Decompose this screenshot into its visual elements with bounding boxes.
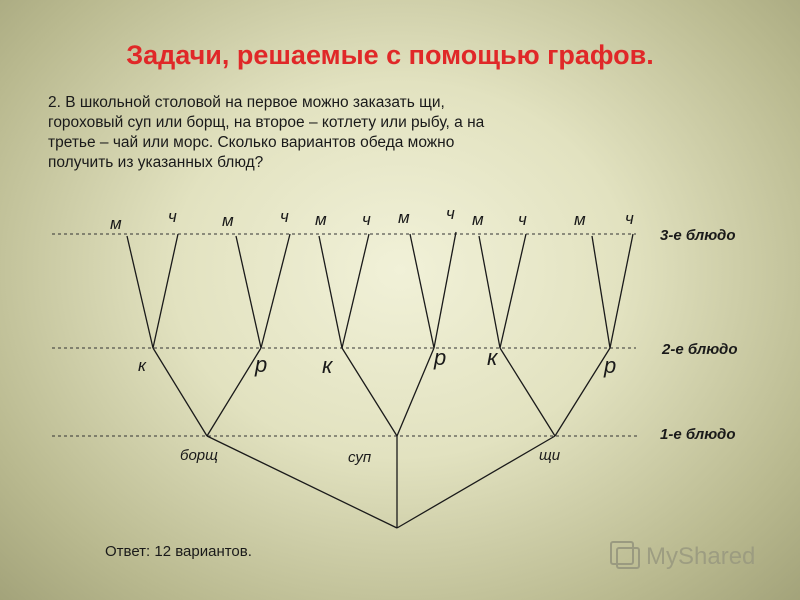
third-node-label: м xyxy=(472,210,484,229)
second-node-label: р xyxy=(603,353,616,378)
edge-soup-k xyxy=(341,347,398,437)
first-node-label-borsch: борщ xyxy=(180,447,218,464)
second-node-label: к xyxy=(487,345,499,370)
edge-k3-ch xyxy=(499,233,527,349)
level-label-first: 1-е блюдо xyxy=(660,426,735,443)
watermark-icon xyxy=(610,541,634,565)
third-node-label: ч xyxy=(362,210,371,229)
edge-k3-m xyxy=(478,235,501,349)
edge-r1-ch xyxy=(260,233,291,349)
edge-k1-m xyxy=(126,235,154,349)
edge-root-shchi xyxy=(396,435,556,529)
second-node-label: р xyxy=(254,352,267,377)
third-node-label: м xyxy=(110,214,122,233)
second-node-label: р xyxy=(433,345,446,370)
edge-borsch-k xyxy=(152,347,208,437)
answer-text: Ответ: 12 вариантов. xyxy=(105,543,252,560)
first-node-label-shchi: щи xyxy=(539,447,561,464)
level-label-third: 3-е блюдо xyxy=(660,227,735,244)
edge-k2-m xyxy=(318,235,343,349)
third-node-label: ч xyxy=(446,204,455,223)
edge-k2-ch xyxy=(341,233,370,349)
third-node-label: ч xyxy=(280,207,289,226)
third-node-label: м xyxy=(222,211,234,230)
problem-text: 2. В школьной столовой на первое можно з… xyxy=(48,94,485,171)
third-node-label: ч xyxy=(625,209,634,228)
edge-r2-ch xyxy=(433,231,457,349)
edge-shchi-k xyxy=(499,347,556,437)
edge-borsch-r xyxy=(206,347,262,437)
watermark-text: MyShared xyxy=(646,543,755,570)
third-node-label: ч xyxy=(518,210,527,229)
third-node-label: м xyxy=(574,210,586,229)
second-node-label: к xyxy=(138,356,147,375)
slide-title: Задачи, решаемые с помощью графов. xyxy=(126,40,654,70)
second-node-label: к xyxy=(322,353,334,378)
first-node-label-soup: суп xyxy=(348,449,371,466)
edge-r1-m xyxy=(235,235,262,349)
level-label-second: 2-е блюдо xyxy=(661,341,737,358)
third-node-label: ч xyxy=(168,207,177,226)
edge-shchi-r xyxy=(554,347,611,437)
edge-r3-m xyxy=(591,235,611,349)
edge-r2-m xyxy=(409,233,435,349)
edge-r3-ch xyxy=(609,233,634,349)
third-node-label: м xyxy=(315,210,327,229)
edge-root-borsch xyxy=(206,435,398,529)
edge-k1-ch xyxy=(152,233,179,349)
edge-soup-r xyxy=(396,347,435,437)
third-node-label: м xyxy=(398,208,410,227)
watermark-logo: MyShared xyxy=(610,541,755,570)
